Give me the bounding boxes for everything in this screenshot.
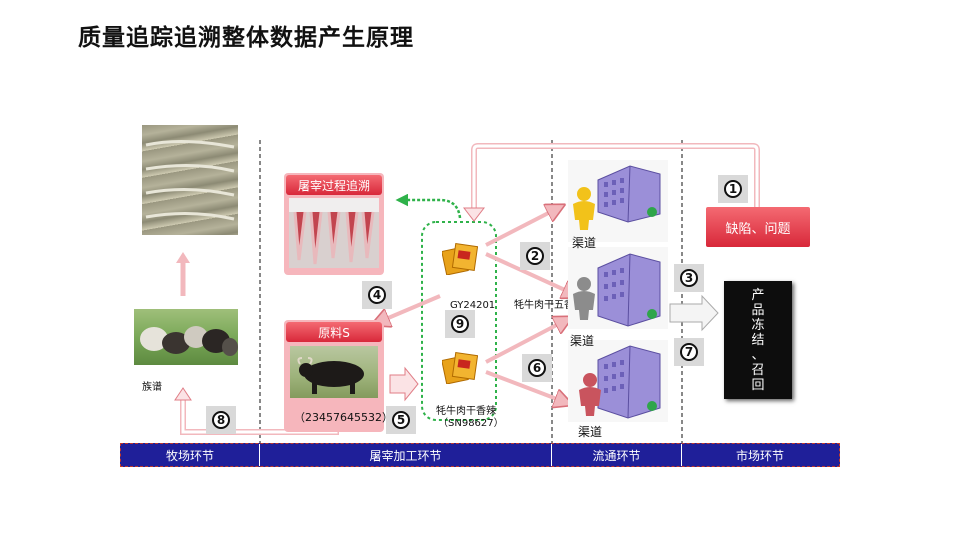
building-icon bbox=[594, 250, 664, 332]
step-number-6: 6 bbox=[522, 354, 552, 382]
step-number-7: 7 bbox=[674, 338, 704, 366]
building-icon bbox=[594, 342, 664, 424]
recall-char: 召 bbox=[751, 362, 765, 378]
recall-char: 结 bbox=[751, 332, 765, 348]
recall-arrow bbox=[669, 294, 719, 332]
stage-circulation: 流通环节 bbox=[552, 444, 682, 466]
raw-material-label: 原料S bbox=[286, 322, 382, 342]
stage-ranch: 牧场环节 bbox=[121, 444, 260, 466]
flow-arrow bbox=[485, 370, 570, 404]
step-number-3: 3 bbox=[674, 264, 704, 292]
person-red-icon bbox=[576, 372, 604, 420]
channel-label: 渠道 bbox=[572, 236, 597, 250]
stage-processing: 屠宰加工环节 bbox=[260, 444, 552, 466]
yak-herd-photo bbox=[134, 309, 238, 365]
person-yellow-icon bbox=[570, 186, 598, 234]
channel-label: 渠道 bbox=[578, 425, 603, 439]
product-group-outline bbox=[421, 221, 497, 421]
stage-bar: 牧场环节 屠宰加工环节 流通环节 市场环节 bbox=[120, 443, 840, 467]
flow-arrow bbox=[374, 294, 441, 324]
page-title: 质量追踪追溯整体数据产生原理 bbox=[78, 25, 414, 51]
recall-char: 品 bbox=[751, 302, 765, 318]
trace-arrow bbox=[395, 193, 462, 219]
step-number-9: 9 bbox=[445, 310, 475, 338]
slaughter-photo bbox=[289, 198, 379, 268]
step-number-5: 5 bbox=[386, 406, 416, 434]
recall-char: 回 bbox=[751, 377, 765, 393]
flow-arrow bbox=[485, 318, 570, 364]
recall-char: 、 bbox=[751, 347, 765, 363]
building-icon bbox=[594, 162, 664, 228]
product-spicy-code: （SN98627） bbox=[438, 418, 504, 429]
slaughter-trace-label: 屠宰过程追溯 bbox=[286, 175, 382, 195]
genealogy-label: 族谱 bbox=[142, 382, 162, 393]
step-number-4: 4 bbox=[362, 281, 392, 309]
product-recall-box: 产 品 冻 结 、 召 回 bbox=[724, 281, 792, 399]
recall-char: 冻 bbox=[751, 317, 765, 333]
feedback-arrowhead bbox=[462, 207, 486, 222]
step-number-2: 2 bbox=[520, 242, 550, 270]
product-spicy: 牦牛肉干香辣 bbox=[436, 406, 496, 417]
product-five-spice: 牦牛肉干五香 bbox=[514, 300, 574, 311]
yak-photo bbox=[290, 346, 378, 398]
flow-arrow bbox=[485, 206, 562, 247]
product-pack-icon bbox=[441, 243, 479, 279]
product-pack-icon bbox=[441, 352, 479, 388]
channel-label: 渠道 bbox=[570, 334, 595, 348]
block-arrow bbox=[389, 366, 419, 402]
flow-arrow bbox=[485, 252, 578, 296]
step-number-8: 8 bbox=[206, 406, 236, 434]
person-gray-icon bbox=[570, 276, 598, 324]
batch-code: GY24201 bbox=[450, 300, 496, 311]
cattle-id: （23457645532） bbox=[294, 411, 393, 424]
feed-photo bbox=[142, 125, 238, 235]
defect-label: 缺陷、问题 bbox=[706, 207, 810, 247]
stage-market: 市场环节 bbox=[735, 448, 784, 463]
recall-char: 产 bbox=[751, 287, 765, 303]
step-number-1: 1 bbox=[718, 175, 748, 203]
